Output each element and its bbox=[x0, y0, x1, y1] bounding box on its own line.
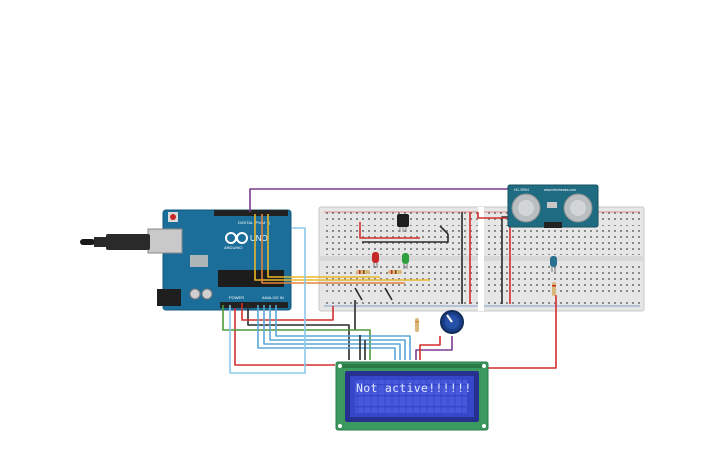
resistor-4[interactable] bbox=[415, 318, 419, 332]
board-brand: ARDUINO bbox=[224, 245, 242, 250]
led-green[interactable] bbox=[402, 253, 409, 269]
board-logo: UNO bbox=[250, 234, 268, 243]
sensor-vendor-label: www.elecfreaks.com bbox=[544, 188, 576, 192]
lcd-display[interactable]: Not active!!!!!! bbox=[335, 361, 489, 431]
sensor-model-label: HC-SR04 bbox=[514, 188, 529, 192]
resistor-2[interactable] bbox=[388, 270, 402, 274]
analog-header-label: ANALOG IN bbox=[262, 295, 284, 300]
ultrasonic-sensor-icon[interactable]: HC-SR04 www.elecfreaks.com bbox=[507, 184, 599, 228]
wires[interactable] bbox=[222, 188, 557, 374]
wire-orange[interactable] bbox=[261, 214, 405, 284]
wire-green[interactable] bbox=[222, 305, 371, 360]
atmega-chip bbox=[218, 270, 284, 287]
power-jack bbox=[157, 289, 181, 306]
led-icon[interactable] bbox=[372, 252, 379, 268]
wire-blue[interactable] bbox=[257, 305, 396, 360]
arduino-uno-board[interactable]: UNO ARDUINO DIGITAL (PWM ~) POWER ANALOG… bbox=[147, 209, 292, 311]
power-header-label: POWER bbox=[229, 295, 244, 300]
infinity-logo-icon bbox=[225, 232, 248, 244]
usb-cable-icon[interactable] bbox=[80, 234, 150, 250]
resistor-3[interactable] bbox=[552, 282, 556, 296]
wire-yellow[interactable] bbox=[254, 214, 430, 281]
resistor-icon[interactable] bbox=[356, 270, 370, 274]
wire-black[interactable] bbox=[247, 303, 350, 360]
led-blue[interactable] bbox=[550, 256, 557, 272]
breadboard[interactable] bbox=[318, 206, 645, 312]
wire-red[interactable] bbox=[241, 303, 334, 321]
usb-port bbox=[147, 228, 183, 254]
lcd-text-line-1: Not active!!!!!! bbox=[356, 381, 472, 395]
potentiometer-icon[interactable] bbox=[440, 310, 464, 334]
temperature-sensor-icon[interactable] bbox=[397, 214, 409, 232]
